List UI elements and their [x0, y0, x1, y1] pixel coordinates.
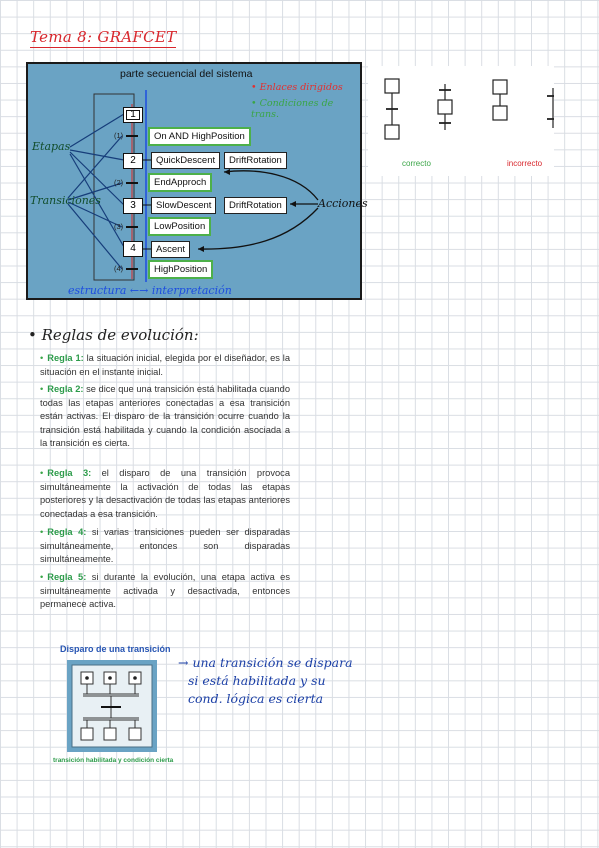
action-drift-rotation: DriftRotation	[224, 152, 287, 169]
disparo-title: Disparo de una transición	[60, 644, 171, 654]
rule-3: •Regla 3: el disparo de una transición p…	[40, 467, 290, 521]
figure-title: parte secuencial del sistema	[120, 68, 253, 80]
rule-bullet: •	[40, 527, 44, 537]
transition-number: (3)	[114, 222, 124, 231]
action-quick-descent: QuickDescent	[151, 152, 221, 169]
note-line: cond. lógica es cierta	[188, 691, 324, 706]
rule-label: Regla 2:	[47, 384, 84, 394]
disparo-diagram	[67, 660, 157, 752]
rule-4: •Regla 4: si varias transiciones pueden …	[40, 526, 290, 567]
transition-number: (1)	[114, 131, 124, 140]
rule-bullet: •	[40, 468, 44, 478]
page-title: Tema 8: GRAFCET	[30, 28, 177, 48]
legend-transition-conditions: • Condiciones de trans.	[251, 98, 334, 120]
action-drift-rotation: DriftRotation	[224, 197, 287, 214]
rule-text: la situación inicial, elegida por el dis…	[40, 353, 291, 377]
handwritten-note: → una transición se dispara si está habi…	[178, 654, 353, 708]
rule-text: si varias transiciones pueden ser dispar…	[40, 527, 290, 565]
label-etapas: Etapas	[32, 140, 71, 153]
rule-label: Regla 3:	[47, 468, 92, 478]
disparo-caption: transición habilitada y condición cierta	[53, 757, 174, 764]
transition-number: (2)	[114, 178, 124, 187]
condition-2: EndApproch	[148, 173, 213, 192]
condition-1: On AND HighPosition	[148, 127, 251, 146]
action-slow-descent: SlowDescent	[151, 197, 217, 214]
grafcet-figure: parte secuencial del sistema • Enlaces d…	[26, 62, 368, 300]
rule-text: se dice que una transición está habilita…	[40, 384, 290, 449]
rule-label: Regla 4:	[47, 527, 87, 537]
disparo-grafcet-drawing	[71, 664, 153, 748]
label-correcto: correcto	[402, 159, 431, 168]
action-ascent: Ascent	[151, 241, 191, 258]
label-transiciones: Transiciones	[30, 194, 101, 207]
correct-incorrect-figure: correcto incorrecto	[368, 66, 554, 176]
rule-label: Regla 1:	[47, 353, 84, 363]
step-4: 4	[123, 241, 143, 257]
label-acciones: Acciones	[318, 197, 368, 210]
step-transition-drawings	[384, 78, 554, 140]
rule-bullet: •	[40, 353, 44, 363]
condition-3: LowPosition	[148, 217, 212, 236]
transition-number: (4)	[114, 264, 124, 273]
rule-text: si durante la evolución, una etapa activ…	[40, 572, 291, 610]
rule-bullet: •	[40, 572, 44, 582]
legend-directed-links: • Enlaces dirigidos	[251, 82, 343, 93]
note-line: si está habilitada y su	[188, 673, 326, 688]
label-incorrecto: incorrecto	[507, 159, 543, 168]
figure-footer: estructura ←→ interpretación	[68, 284, 232, 297]
rule-2: •Regla 2: se dice que una transición est…	[40, 383, 290, 451]
rule-label: Regla 5:	[47, 572, 87, 582]
step-3: 3	[123, 198, 143, 214]
rule-text: el disparo de una transición provoca sim…	[40, 468, 290, 519]
rule-5: •Regla 5: si durante la evolución, una e…	[40, 571, 290, 612]
rule-1: •Regla 1: la situación inicial, elegida …	[40, 352, 290, 379]
step-1: 1	[123, 107, 143, 123]
note-line: → una transición se dispara	[178, 655, 353, 670]
rules-heading: • Reglas de evolución:	[28, 326, 199, 344]
condition-4: HighPosition	[148, 260, 214, 279]
rule-bullet: •	[40, 384, 44, 394]
step-2: 2	[123, 153, 143, 169]
